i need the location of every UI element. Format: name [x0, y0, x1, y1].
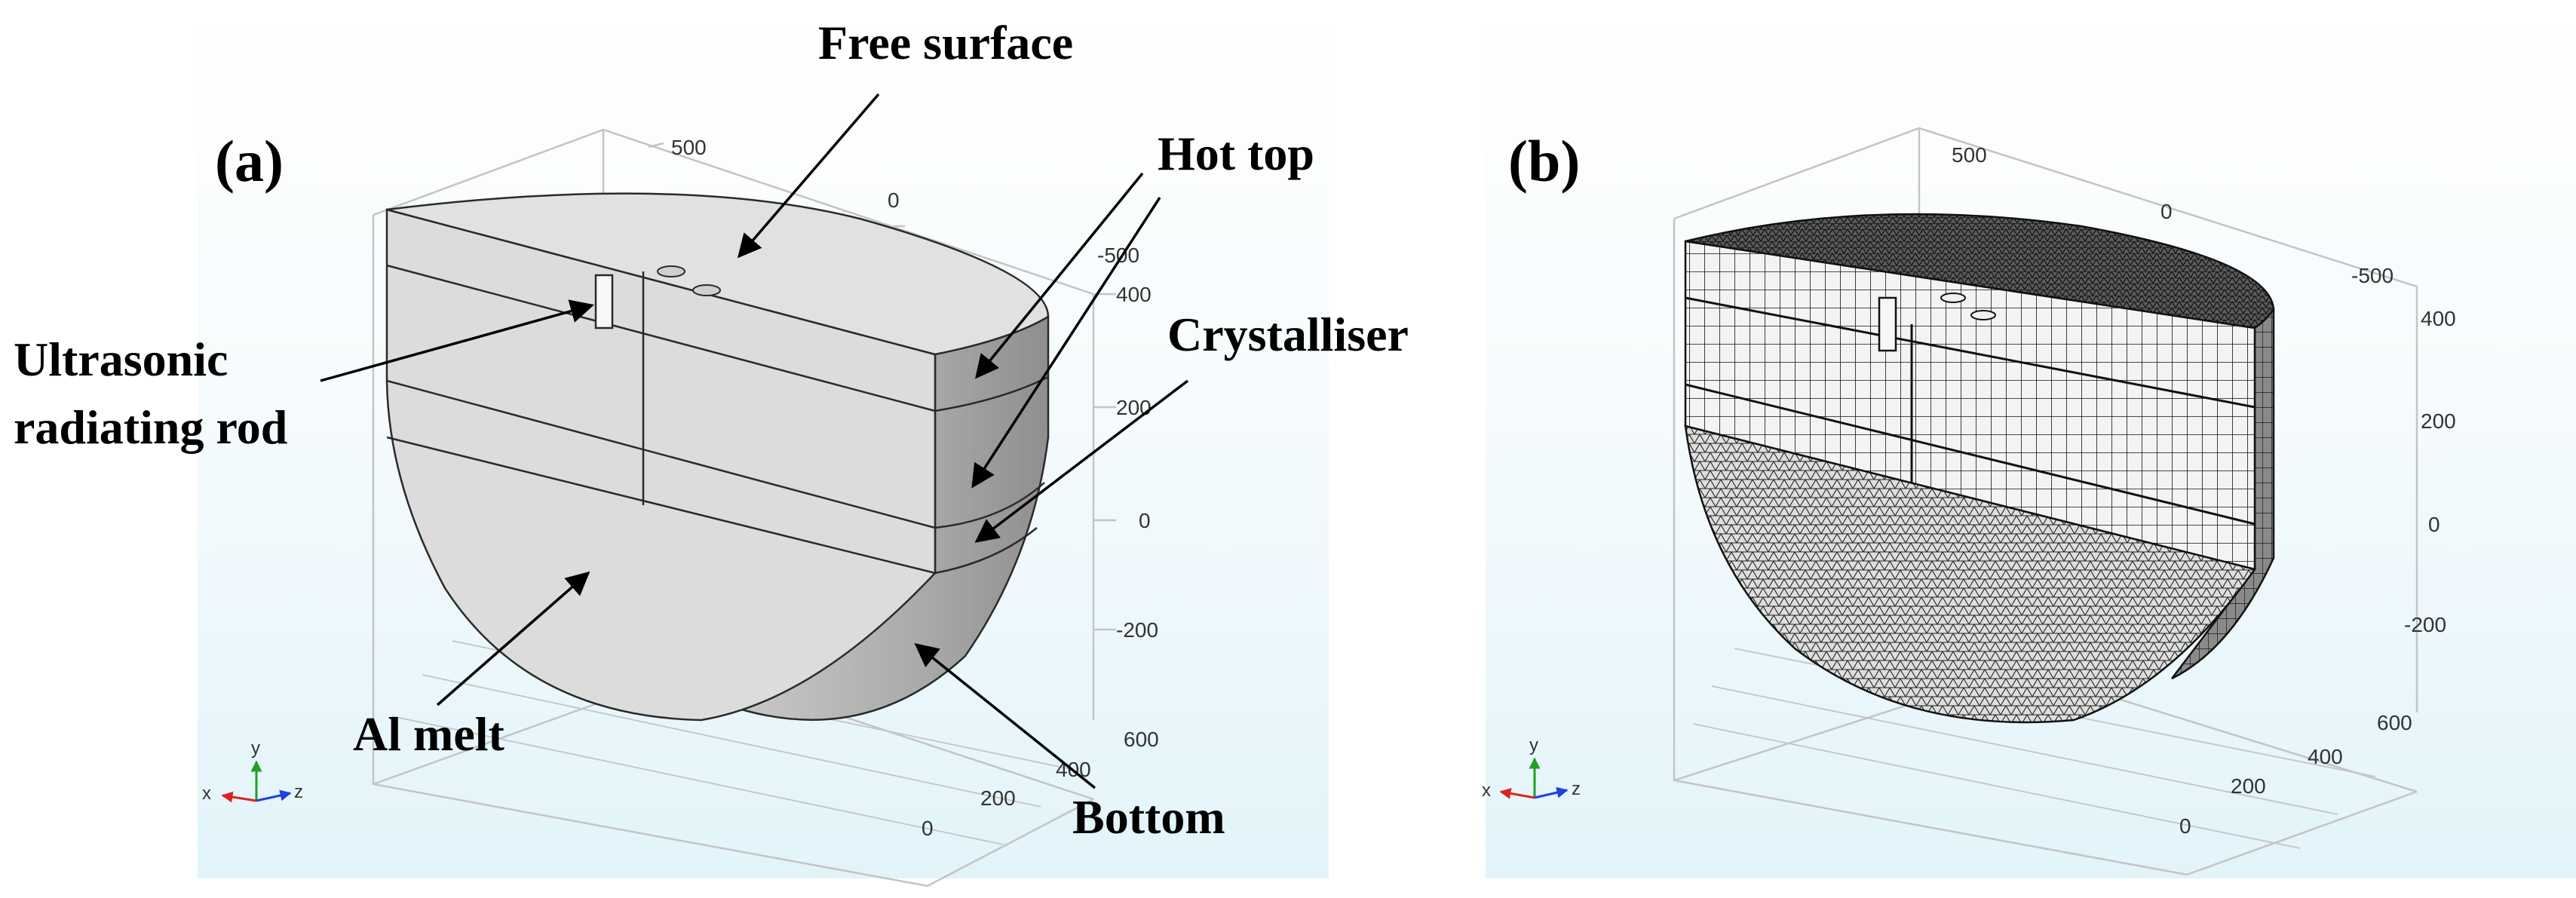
panel-b-lower-tri-mesh — [1684, 424, 2257, 724]
panel-b-meshed-solid — [1684, 213, 2275, 724]
panel-b-inlet-hole-2 — [1970, 310, 1996, 320]
annotation-ultrasonic-rod: Ultrasonic radiating rod — [14, 299, 595, 454]
panel-b-tick-front-400: 400 — [2308, 745, 2343, 768]
panel-b-coordinate-triad: y x z — [1482, 735, 1581, 801]
panel-a-tick-right-0: 0 — [1139, 509, 1151, 532]
annotation-crystalliser-text: Crystalliser — [1167, 308, 1409, 361]
panel-b-tick-top-neg500: -500 — [2351, 264, 2394, 287]
panel-b-tick-front-600: 600 — [2377, 711, 2412, 734]
panel-a-triad-x: x — [202, 783, 211, 804]
annotation-al-melt: Al melt — [353, 571, 590, 761]
panel-a-front-face — [385, 208, 937, 722]
panel-a-tick-right-400: 400 — [1116, 283, 1152, 306]
panel-a-label: (a) — [215, 128, 284, 194]
annotation-ultrasonic-text-2: radiating rod — [14, 400, 287, 454]
panel-b-triad-y: y — [1529, 735, 1538, 755]
annotation-free-surface-text: Free surface — [818, 16, 1073, 69]
panel-b-tick-front-0: 0 — [2179, 814, 2191, 838]
panel-a-triad-y: y — [251, 738, 260, 759]
panel-b-ticks: 500 0 -500 400 200 0 -200 600 400 200 0 — [1952, 143, 2456, 838]
annotation-hot-top: Hot top — [971, 127, 1314, 489]
panel-b-triad-z: z — [1572, 779, 1581, 799]
panel-a-tick-front-0: 0 — [922, 817, 934, 840]
panel-b-label: (b) — [1508, 128, 1580, 194]
panel-a-coordinate-triad: y x z — [202, 738, 303, 804]
annotation-bottom: Bottom — [914, 643, 1225, 844]
panel-b-tick-right-0: 0 — [2428, 513, 2440, 536]
annotation-crystalliser: Crystalliser — [974, 308, 1409, 543]
panel-b-tick-right-200: 200 — [2421, 409, 2456, 433]
panel-a-melt-pool-solid — [385, 192, 1050, 722]
panel-a-triad-z: z — [294, 782, 303, 802]
panel-b-tick-top-500: 500 — [1952, 143, 1987, 167]
annotation-al-melt-text: Al melt — [353, 707, 505, 761]
annotation-ultrasonic-text-1: Ultrasonic — [14, 333, 228, 386]
panel-a-tick-right-neg200: -200 — [1116, 618, 1158, 642]
panel-b-top-mesh — [1685, 213, 2275, 329]
panel-a-tick-front-600: 600 — [1124, 728, 1159, 751]
panel-a-tick-right-200: 200 — [1116, 396, 1152, 419]
panel-a-ultrasonic-rod — [594, 274, 614, 329]
panel-a: 500 0 -500 400 200 0 -200 600 400 200 0 … — [14, 0, 1409, 887]
panel-a-inlet-hole-2 — [692, 284, 721, 296]
annotation-bottom-text: Bottom — [1072, 790, 1225, 844]
panel-a-inlet-hole-1 — [657, 265, 685, 277]
panel-b-tick-top-0: 0 — [2160, 200, 2173, 223]
panel-a-tick-top-0: 0 — [888, 188, 900, 212]
panel-b: 500 0 -500 400 200 0 -200 600 400 200 0 … — [1482, 0, 2576, 878]
panel-b-inlet-hole-1 — [1940, 293, 1966, 303]
panel-b-tick-right-400: 400 — [2421, 307, 2456, 330]
annotation-free-surface: Free surface — [737, 16, 1073, 259]
panel-a-tick-top-500: 500 — [671, 136, 707, 159]
panel-a-tick-front-200: 200 — [980, 786, 1016, 810]
panel-a-top-face — [386, 192, 1050, 356]
panel-b-triad-x: x — [1482, 780, 1491, 801]
panel-a-ticks: 500 0 -500 400 200 0 -200 600 400 200 0 — [671, 136, 1159, 840]
panel-b-tick-right-neg200: -200 — [2404, 613, 2446, 636]
annotation-hot-top-text: Hot top — [1158, 127, 1314, 180]
panel-b-ultrasonic-rod — [1878, 296, 1897, 352]
panel-b-tick-front-200: 200 — [2231, 774, 2266, 798]
